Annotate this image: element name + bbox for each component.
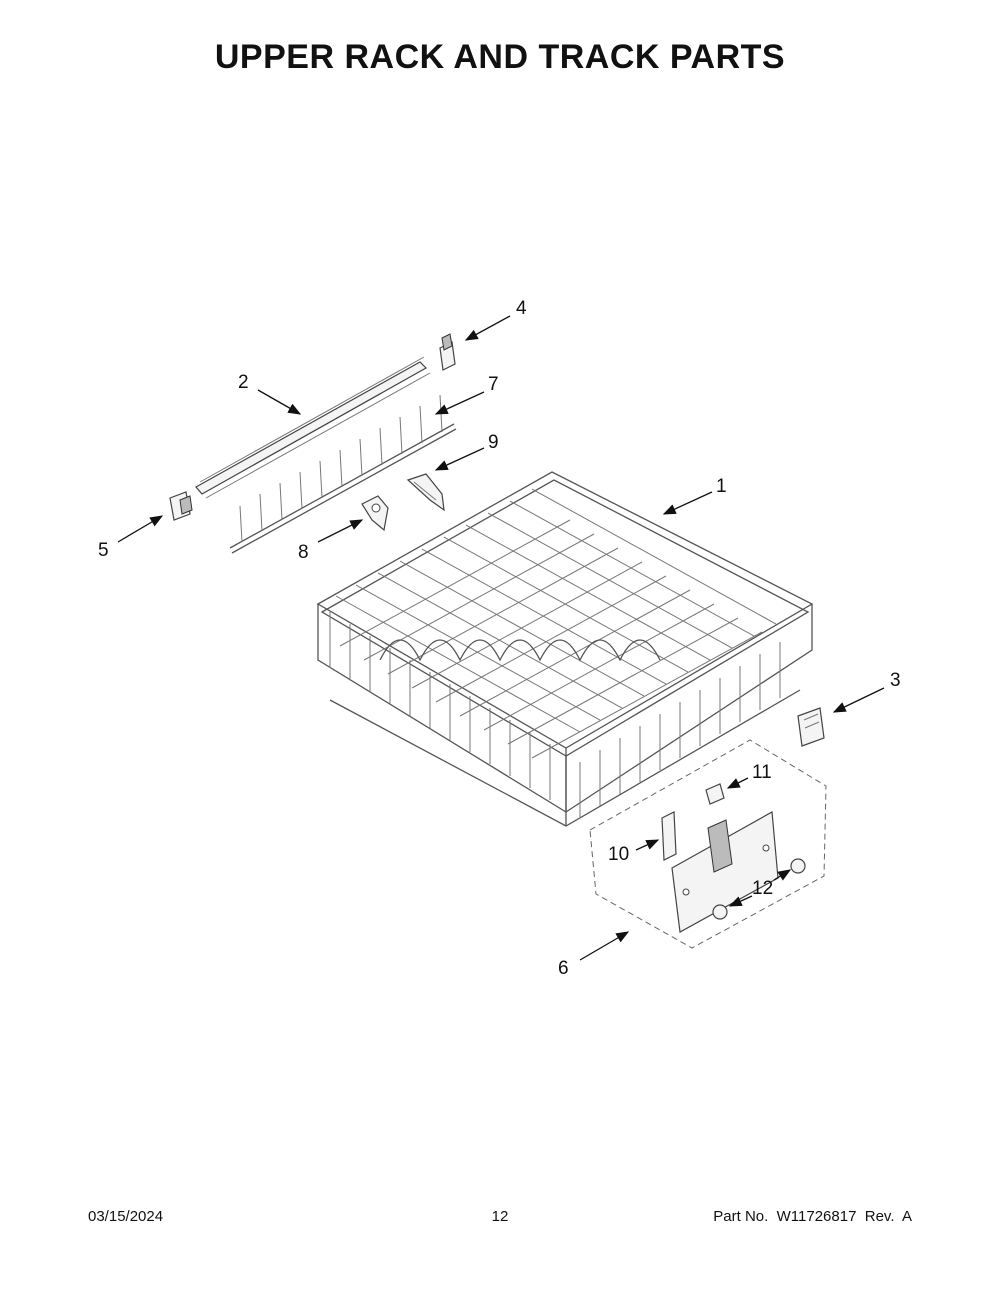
footer-part-number: Part No. W11726817 Rev. A [713, 1208, 912, 1225]
wheels-part [712, 858, 806, 920]
footer-page-number: 12 [491, 1208, 509, 1225]
tine-row-part [229, 394, 457, 554]
callout-2: 2 [238, 372, 249, 393]
callout-10: 10 [608, 844, 629, 865]
callout-8: 8 [298, 542, 309, 563]
rail-end-cap-part [439, 333, 456, 371]
rack-bracket-part [797, 707, 825, 747]
callout-12: 12 [752, 878, 773, 899]
adjuster-assembly-group [589, 739, 827, 949]
callout-4: 4 [516, 298, 527, 319]
rail-part [195, 356, 431, 499]
latch-part [661, 811, 677, 861]
callout-7: 7 [488, 374, 499, 395]
release-button-part [705, 783, 725, 805]
callout-3: 3 [890, 670, 901, 691]
callout-5: 5 [98, 540, 109, 561]
page-title: UPPER RACK AND TRACK PARTS [214, 38, 786, 76]
footer-date: 03/15/2024 [88, 1208, 164, 1225]
tine-clip-part [406, 473, 445, 512]
rack-clip-part [361, 495, 389, 532]
callout-1: 1 [716, 476, 727, 497]
callout-6: 6 [558, 958, 569, 979]
rail-end-stop-part [169, 491, 193, 521]
callout-arrows [117, 315, 885, 961]
callout-9: 9 [488, 432, 499, 453]
callout-11: 11 [752, 762, 772, 783]
upper-rack-part [316, 471, 814, 827]
